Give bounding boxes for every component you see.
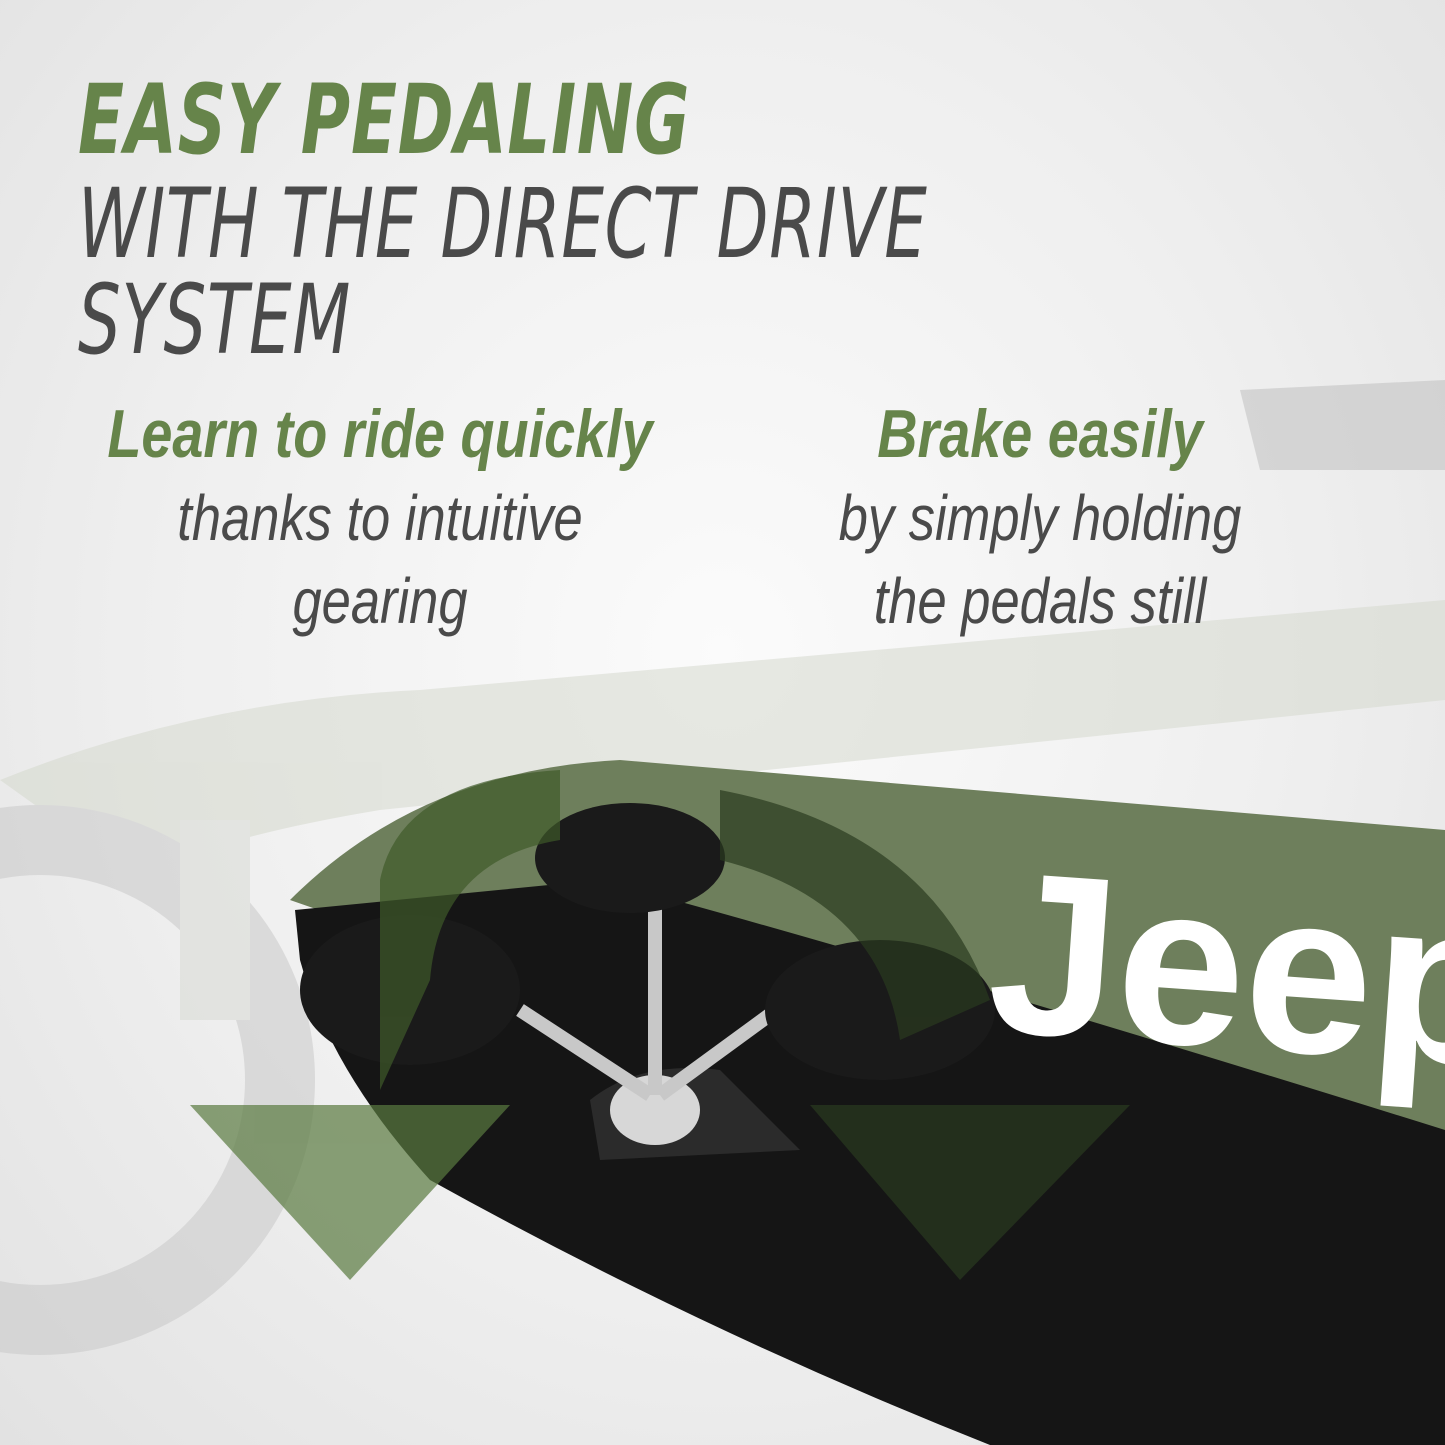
headline-line1: EASY PEDALING xyxy=(78,64,691,176)
feature-body-line2: gearing xyxy=(292,565,468,638)
rotation-arrows xyxy=(190,770,1130,1280)
feature-learn-to-ride: Learn to ride quickly thanks to intuitiv… xyxy=(101,392,659,643)
feature-brake-easily: Brake easily by simply holding the pedal… xyxy=(761,392,1319,643)
headline: EASY PEDALING WITH THE DIRECT DRIVE SYST… xyxy=(78,72,1445,368)
feature-body-line2: the pedals still xyxy=(873,565,1207,638)
faded-bike-frame xyxy=(0,380,1445,1355)
headline-line2: WITH THE DIRECT DRIVE SYSTEM xyxy=(78,168,928,376)
feature-body-line1: by simply holding xyxy=(838,482,1242,554)
feature-body-line1: thanks to intuitive xyxy=(177,482,583,554)
jeep-logo: Jeep xyxy=(982,823,1445,1116)
feature-title: Learn to ride quickly xyxy=(107,396,653,472)
feature-title: Brake easily xyxy=(877,396,1203,472)
